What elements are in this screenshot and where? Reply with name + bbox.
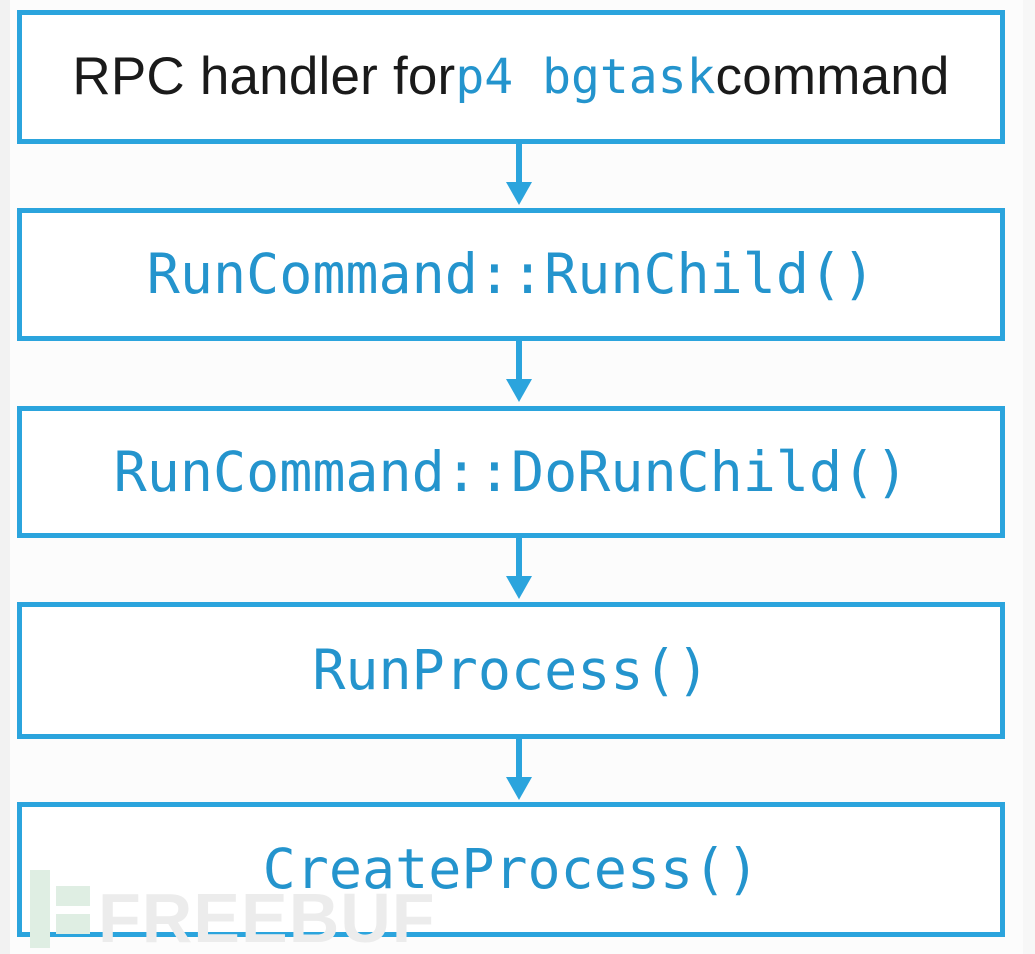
left-edge-band xyxy=(0,0,10,954)
runprocess-box: RunProcess() xyxy=(17,602,1005,739)
rpc-handler-label-code: p4 bgtask xyxy=(455,48,716,105)
rpc-handler-label-part1: RPC handler for xyxy=(72,46,456,106)
runprocess-label: RunProcess() xyxy=(312,638,710,703)
arrow-head-4-icon xyxy=(506,777,532,800)
arrow-head-3-icon xyxy=(506,576,532,599)
runcommand-runchild-box: RunCommand::RunChild() xyxy=(17,208,1005,341)
arrow-connector-1 xyxy=(516,144,522,188)
right-edge-band xyxy=(1023,0,1035,954)
runcommand-dorunchild-label: RunCommand::DoRunChild() xyxy=(113,439,909,504)
createprocess-label: CreateProcess() xyxy=(262,837,760,902)
arrow-connector-2 xyxy=(516,341,522,383)
arrow-connector-3 xyxy=(516,538,522,581)
arrow-head-2-icon xyxy=(506,379,532,402)
arrow-connector-4 xyxy=(516,739,522,781)
runcommand-runchild-label: RunCommand::RunChild() xyxy=(146,242,876,307)
rpc-handler-box: RPC handler for p4 bgtask command xyxy=(17,10,1005,144)
createprocess-box: CreateProcess() xyxy=(17,802,1005,937)
arrow-head-1-icon xyxy=(506,182,532,205)
runcommand-dorunchild-box: RunCommand::DoRunChild() xyxy=(17,406,1005,538)
rpc-handler-label-part3: command xyxy=(715,46,950,106)
